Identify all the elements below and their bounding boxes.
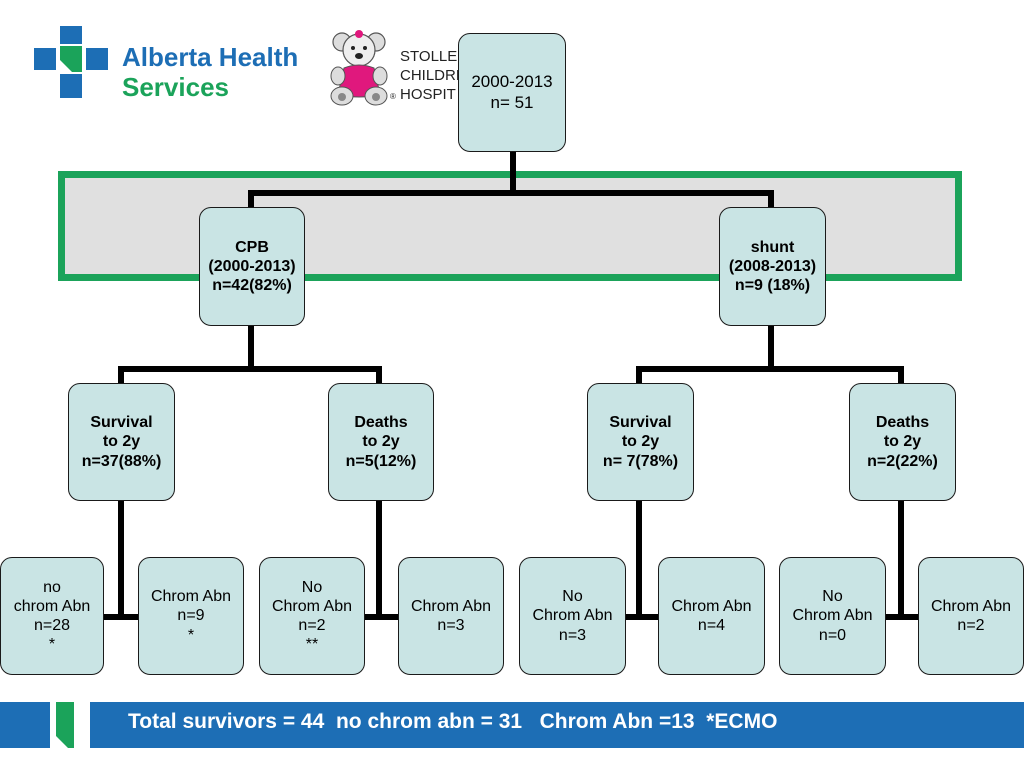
leaf-node: Chrom Abn n=2 xyxy=(918,557,1024,675)
leaf-node: No Chrom Abn n=2 ** xyxy=(259,557,365,675)
leaf-node: No Chrom Abn n=3 xyxy=(519,557,626,675)
hospital-logo: STOLLE CHILDRE HOSPIT ® xyxy=(326,28,466,108)
hospital-logo-line1: STOLLE xyxy=(400,48,458,65)
footer-summary: Total survivors = 44 no chrom abn = 31 C… xyxy=(128,710,778,733)
shunt-node: shunt (2008-2013) n=9 (18%) xyxy=(719,207,826,326)
cpb-node: CPB (2000-2013) n=42(82%) xyxy=(199,207,305,326)
leaf-node: Chrom Abn n=4 xyxy=(658,557,765,675)
teddy-bear-icon xyxy=(330,30,388,106)
leaf-node: no chrom Abn n=28 * xyxy=(0,557,104,675)
root-node: 2000-2013 n= 51 xyxy=(458,33,566,152)
shunt-deaths-node: Deaths to 2y n=2(22%) xyxy=(849,383,956,501)
shunt-survival-node: Survival to 2y n= 7(78%) xyxy=(587,383,694,501)
leaf-node: No Chrom Abn n=0 xyxy=(779,557,886,675)
ahs-cross-icon xyxy=(34,26,108,98)
footer-bar xyxy=(0,702,1024,748)
cpb-deaths-node: Deaths to 2y n=5(12%) xyxy=(328,383,434,501)
ahs-logo-line2: Services xyxy=(122,72,229,102)
cpb-survival-node: Survival to 2y n=37(88%) xyxy=(68,383,175,501)
leaf-node: Chrom Abn n=9 * xyxy=(138,557,244,675)
hospital-logo-line2: CHILDRE xyxy=(400,67,466,84)
ahs-logo: Alberta Health Services xyxy=(34,26,298,102)
hospital-logo-line3: HOSPIT xyxy=(400,86,456,103)
hospital-logo-mark: ® xyxy=(390,92,396,101)
leaf-node: Chrom Abn n=3 xyxy=(398,557,504,675)
ahs-logo-line1: Alberta Health xyxy=(122,42,299,72)
ahs-mark-icon xyxy=(50,702,90,748)
